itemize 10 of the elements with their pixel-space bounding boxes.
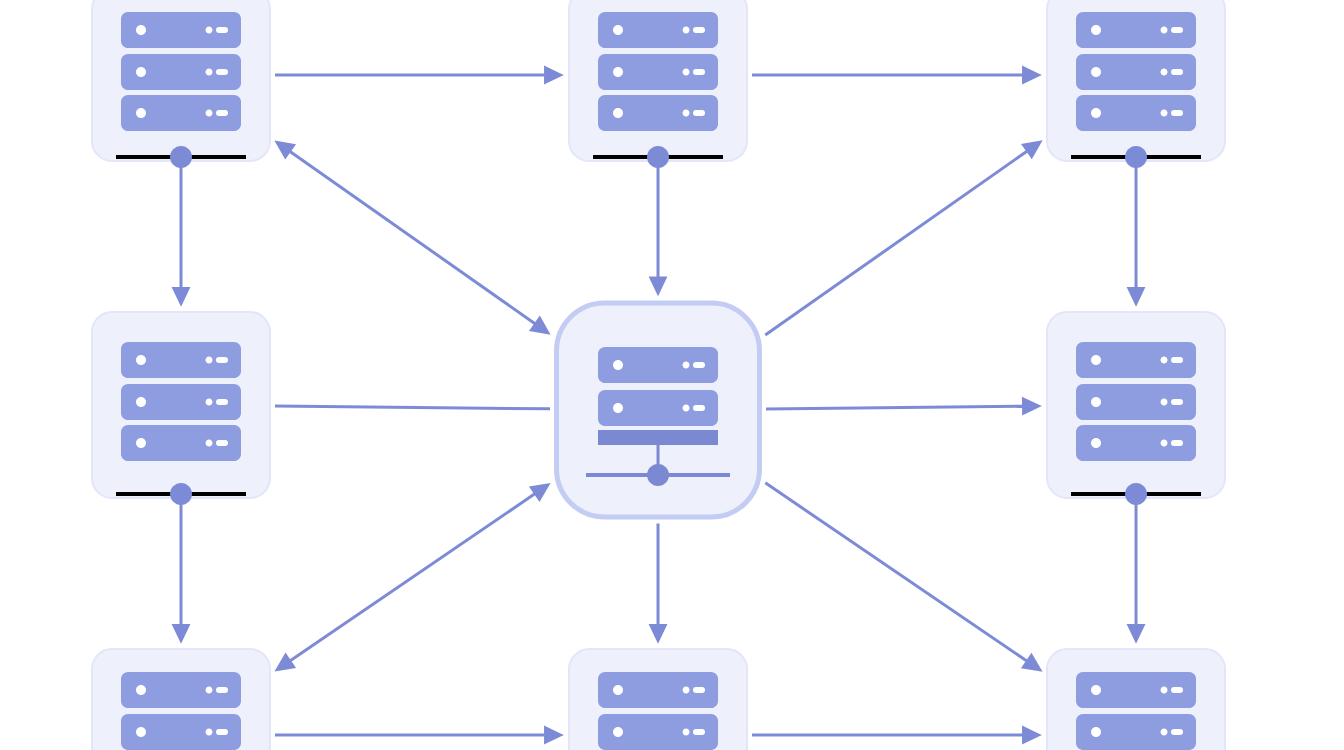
server-drawing (568, 0, 748, 168)
server-drawing (1046, 0, 1226, 168)
server-drawing (568, 648, 748, 750)
server-drawing (554, 300, 762, 520)
server-drawing (1046, 311, 1226, 505)
server-drawing (91, 648, 271, 750)
connector-line (274, 404, 551, 411)
server-drawing (91, 0, 271, 168)
server-drawing (91, 311, 271, 505)
server-drawing (1046, 648, 1226, 750)
